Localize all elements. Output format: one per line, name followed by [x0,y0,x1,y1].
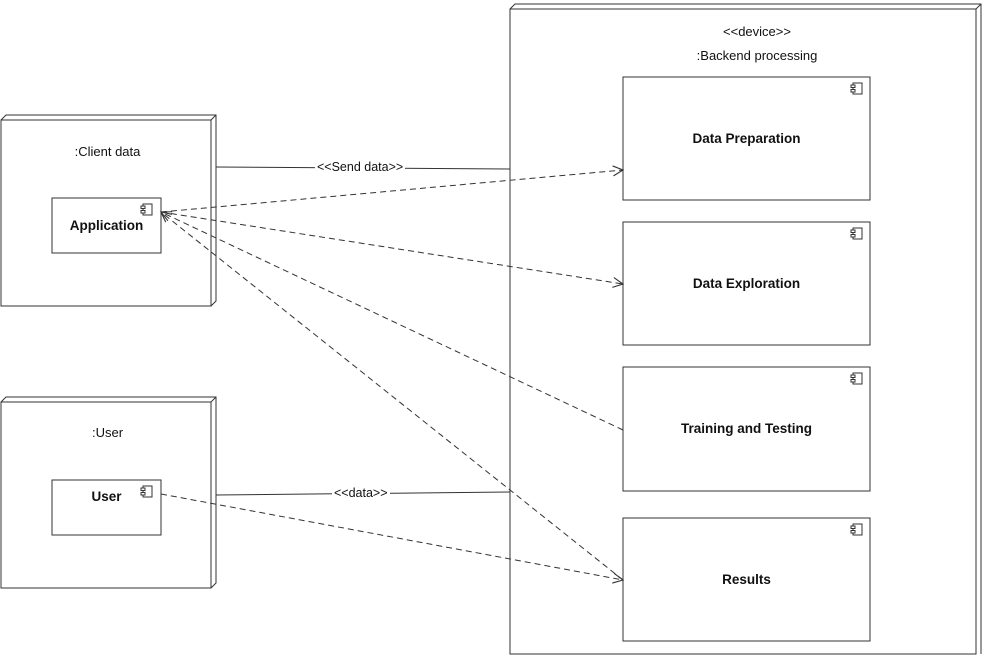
results-label: Results [722,572,771,587]
results-component [622,517,871,642]
component-icon [140,485,153,498]
dependency-arrow-results-application [161,212,624,581]
component-icon [140,203,153,216]
training-testing-label: Training and Testing [680,421,812,436]
component-icon [850,227,863,240]
data-exploration-component [622,221,871,346]
dependency-arrow-user-results [160,493,623,580]
user-node-title: :User [91,425,124,440]
dependency-arrow-data-preparation [160,170,623,213]
data-label: <<data>> [332,486,390,500]
component-icon [850,82,863,95]
data-preparation-component [622,76,871,201]
user-component-label: User [91,489,122,504]
training-testing-component [622,366,871,492]
data-exploration-label: Data Exploration [692,276,801,291]
component-icon [850,372,863,385]
send-data-label: <<Send data>> [315,160,406,174]
backend-stereotype: <<device>> [723,24,791,39]
backend-node-title: :Backend processing [696,48,818,63]
application-label: Application [69,218,144,233]
component-icon [850,523,863,536]
data-preparation-label: Data Preparation [692,131,801,146]
dependency-arrow-training-testing [161,212,624,431]
dependency-arrow-data-exploration [160,211,623,284]
client-node-title: :Client data [74,144,141,159]
